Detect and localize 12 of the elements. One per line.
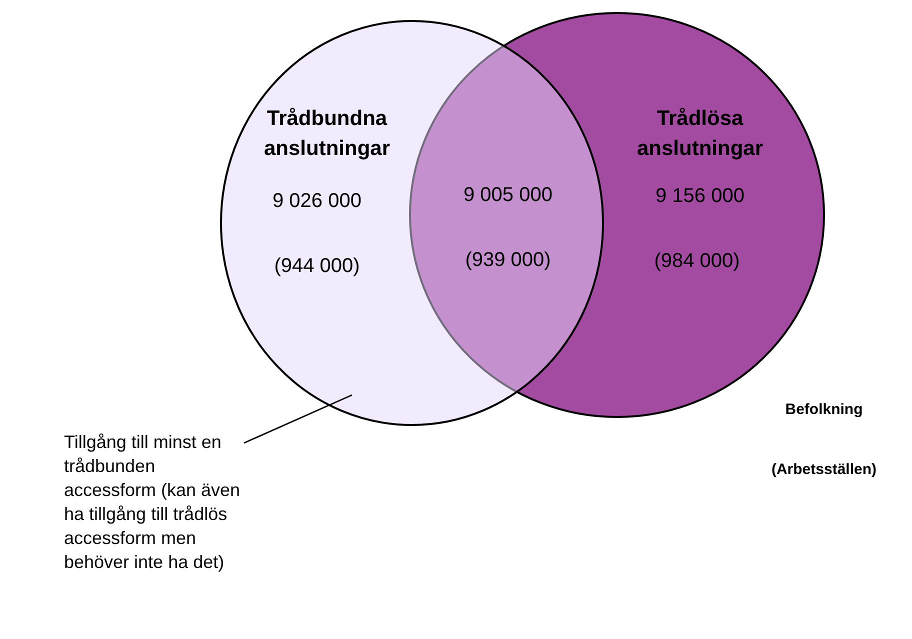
- circle-value: 9 026 000: [272, 189, 362, 214]
- side-note: Befolkning: [784, 400, 864, 420]
- circle-value: 9 156 000: [654, 184, 746, 209]
- circle-value: (984 000): [653, 249, 741, 274]
- circle-heading: Trådlösa anslutningar: [636, 106, 764, 162]
- annotation-text: Tillgång till minst en trådbunden accessform (kan även ha tillgång till trådlös accessform men behöver inte ha det): [64, 430, 244, 574]
- overlap-value: 9 005 000: [462, 183, 554, 208]
- overlap-value: (939 000): [464, 248, 552, 273]
- circle-value: (944 000): [273, 254, 361, 279]
- side-note: (Arbetsställen): [770, 460, 878, 480]
- circle-heading: Trådbundna anslutningar: [262, 106, 391, 162]
- leader-line: [244, 394, 352, 444]
